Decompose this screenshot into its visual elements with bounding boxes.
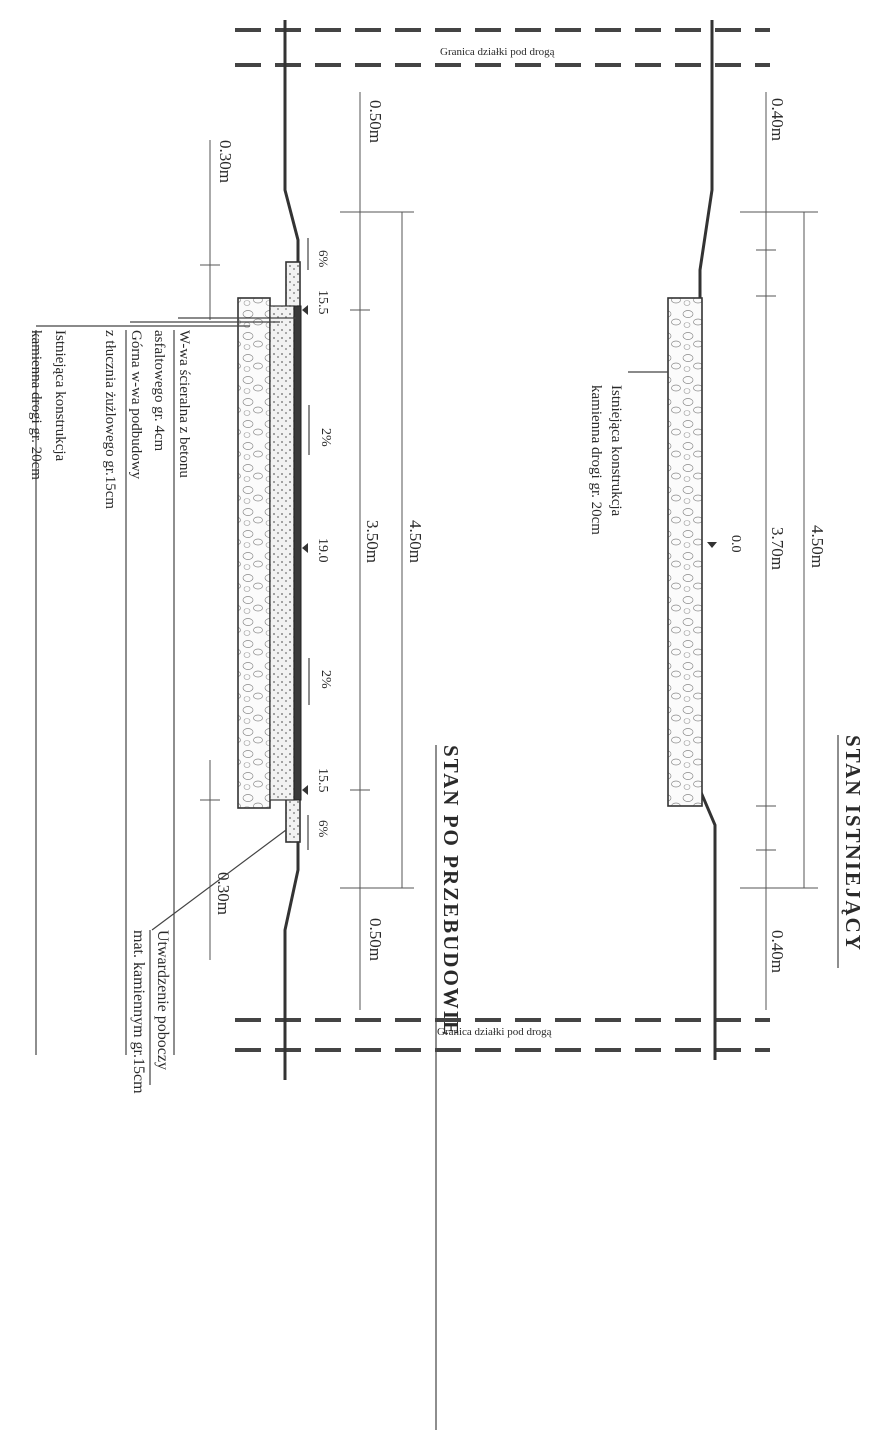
rebuilt-slope-road-2: 2% [318, 670, 333, 689]
rebuilt-width-road: 3.50m [363, 520, 382, 563]
rebuilt-stone-base [237, 297, 271, 809]
existing-elevation-marker [707, 542, 717, 548]
rebuilt-asphalt-layer [293, 305, 302, 801]
title-existing: STAN ISTNIEJĄCY [841, 735, 865, 952]
existing-elevation: 0.0 [728, 535, 743, 553]
rebuilt-layer-2: asfaltowego gr. 4cm [151, 330, 167, 452]
rebuilt-aggregate-base [269, 305, 295, 801]
rebuilt-width-total: 4.50m [406, 520, 425, 563]
existing-layer-label-1: Istniejąca konstrukcja [608, 385, 624, 517]
rebuilt-elev-marker-center [302, 543, 308, 553]
rebuilt-shoulder-top [285, 261, 301, 309]
rebuilt-layer-6: kamienna drogi gr. 20cm [28, 330, 44, 480]
existing-width-road: 3.70m [768, 527, 787, 570]
rebuilt-elev-edge-bottom: 15.5 [315, 768, 330, 793]
boundary-label-bottom: Granica działki pod drogą [437, 1026, 552, 1038]
rebuilt-layer-3: Górna w-wa podbudowy [128, 330, 144, 480]
rebuilt-elev-edge-top: 15.5 [315, 290, 330, 315]
rebuilt-layer-1: W-wa ścieralna z betonu [176, 330, 192, 478]
rebuilt-width-verge-top: 0.50m [366, 100, 385, 143]
rebuilt-shoulder-bottom [285, 795, 301, 843]
rebuilt-elev-center: 19.0 [315, 538, 330, 563]
rebuilt-elev-marker-top [302, 305, 308, 315]
existing-stone-layer [667, 297, 703, 807]
boundary-label-top: Granica działki pod drogą [440, 46, 555, 58]
rebuilt-slope-shoulder-top: 6% [316, 250, 331, 268]
rebuilt-layer-4: z tłucznia żużlowego gr.15cm [102, 330, 118, 509]
rebuilt-shoulder-note-2: mat. kamiennym gr.15cm [130, 930, 147, 1094]
rebuilt-shoulder-note-leader [151, 829, 287, 931]
rebuilt-slope-shoulder-bottom: 6% [316, 820, 331, 838]
rebuilt-width-verge-bottom: 0.50m [366, 918, 385, 961]
rebuilt-shoulder-top: 0.30m [216, 140, 235, 183]
existing-width-verge-top: 0.40m [768, 98, 787, 141]
rebuilt-layer-5: Istniejąca konstrukcja [52, 330, 68, 462]
rebuilt-shoulder-bottom: 0.30m [214, 872, 233, 915]
existing-width-verge-bottom: 0.40m [768, 930, 787, 973]
title-rebuilt: STAN PO PRZEBUDOWIE [439, 745, 463, 1037]
rebuilt-elev-marker-bottom [302, 785, 308, 795]
existing-layer-label-2: kamienna drogi gr. 20cm [588, 385, 604, 535]
rebuilt-terrain-line [283, 20, 300, 1080]
rebuilt-slope-road-1: 2% [318, 428, 333, 447]
existing-width-total: 4.50m [808, 525, 827, 568]
rebuilt-shoulder-note-1: Utwardzenie poboczy [154, 930, 171, 1070]
